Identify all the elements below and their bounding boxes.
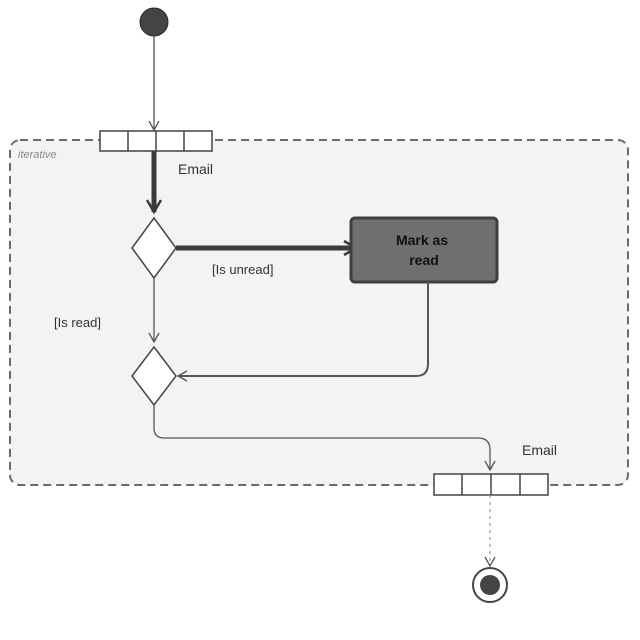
guard-unread: [Is unread] bbox=[212, 262, 273, 277]
input-pin-label: Email bbox=[178, 161, 213, 177]
final-node bbox=[472, 567, 508, 603]
flow-action-to-merge bbox=[176, 282, 429, 382]
guard-read: [Is read] bbox=[54, 315, 101, 330]
expansion-region bbox=[9, 139, 629, 486]
flow-merge-to-output bbox=[153, 405, 496, 472]
output-expansion-node bbox=[433, 473, 549, 496]
action-mark-as-read bbox=[349, 216, 499, 284]
action-label: Mark as read bbox=[396, 232, 452, 268]
output-pin-label: Email bbox=[522, 442, 557, 458]
initial-node bbox=[139, 7, 169, 37]
region-label: iterative bbox=[18, 149, 57, 161]
input-expansion-node bbox=[99, 130, 213, 152]
